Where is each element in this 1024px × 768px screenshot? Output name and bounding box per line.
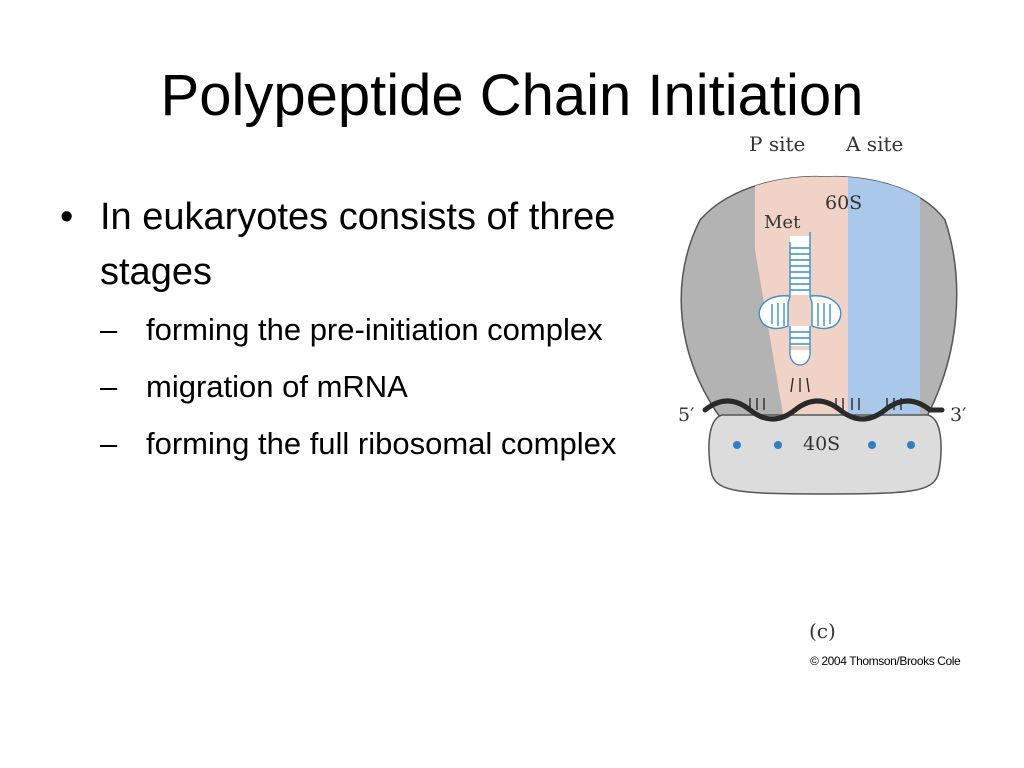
sub-bullet-dash: – [100,369,118,404]
trna-cloverleaf-icon [758,232,842,393]
p-site-label: P site [749,132,805,156]
small-subunit-label: 40S [803,433,840,455]
a-site-label: A site [845,132,903,156]
sub-bullet-list: – forming the pre-initiation complex – m… [100,310,620,463]
mrna-strand [702,398,945,422]
sub-bullet-migration: – migration of mRNA [100,367,620,406]
large-subunit-label: 60S [825,192,862,214]
sub-bullet-full-complex: – forming the full ribosomal complex [100,424,620,463]
sub-bullet-text: forming the pre-initiation complex [146,312,603,347]
bullet-main-text: In eukaryotes consists of three stages [100,196,616,293]
three-prime-label: 3′ [950,404,966,426]
large-subunit [680,175,958,421]
trna-met-label: Met [764,212,801,233]
ribosome-diagram: P site A site 60S Met 40S 5′ 3′ [678,132,966,495]
a-site-region [848,176,920,420]
five-prime-label: 5′ [678,404,694,426]
sub-bullet-text: migration of mRNA [146,369,408,404]
panel-label: (c) [809,619,836,643]
bullet-marker: • [60,196,74,238]
bullet-list: • In eukaryotes consists of three stages… [60,190,620,481]
copyright-notice: © 2004 Thomson/Brooks Cole [810,654,961,668]
sub-bullet-dash: – [100,312,118,347]
sub-bullet-dash: – [100,426,118,461]
sub-bullet-preinitiation: – forming the pre-initiation complex [100,310,620,349]
sub-bullet-text: forming the full ribosomal complex [146,426,617,461]
bullet-main: • In eukaryotes consists of three stages… [60,190,620,463]
slide-title: Polypeptide Chain Initiation [160,63,864,128]
small-subunit-body [708,414,942,495]
small-subunit-dots [733,441,915,449]
